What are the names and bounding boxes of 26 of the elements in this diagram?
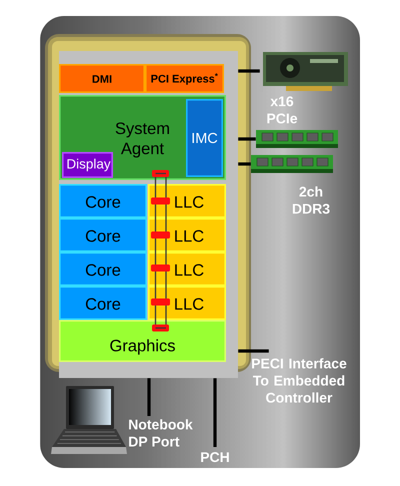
cache-block: LLC [148, 218, 226, 252]
graphics-block: Graphics [59, 320, 226, 362]
connector-line [147, 378, 151, 416]
memory-module-picture [251, 155, 333, 173]
connector-line [238, 69, 260, 73]
connector-line [213, 378, 217, 447]
cache-block: LLC [148, 184, 226, 218]
port-label: Notebook DP Port [129, 419, 193, 447]
chip-label: PCH [201, 452, 229, 462]
controller-block: IMC [186, 99, 223, 177]
interface-block: DMI [59, 64, 145, 93]
core-block: Core [59, 286, 147, 320]
display-block: Display [62, 152, 113, 178]
cache-block: LLC [148, 286, 226, 320]
graphics-card-picture [260, 50, 348, 92]
connector-line [238, 137, 256, 141]
cache-block: LLC [148, 252, 226, 286]
core-block: Core [59, 218, 147, 252]
memory-module-picture [256, 130, 338, 148]
core-block: Core [59, 184, 147, 218]
interface-label: PECI Interface To Embedded Controller [252, 358, 346, 403]
connector-line [238, 162, 251, 166]
node-label: x16 PCIe [267, 96, 298, 124]
interface-block: PCI Express$^{*}$ [145, 64, 224, 93]
core-block: Core [59, 252, 147, 286]
node-label: 2ch DDR3 [292, 186, 330, 214]
